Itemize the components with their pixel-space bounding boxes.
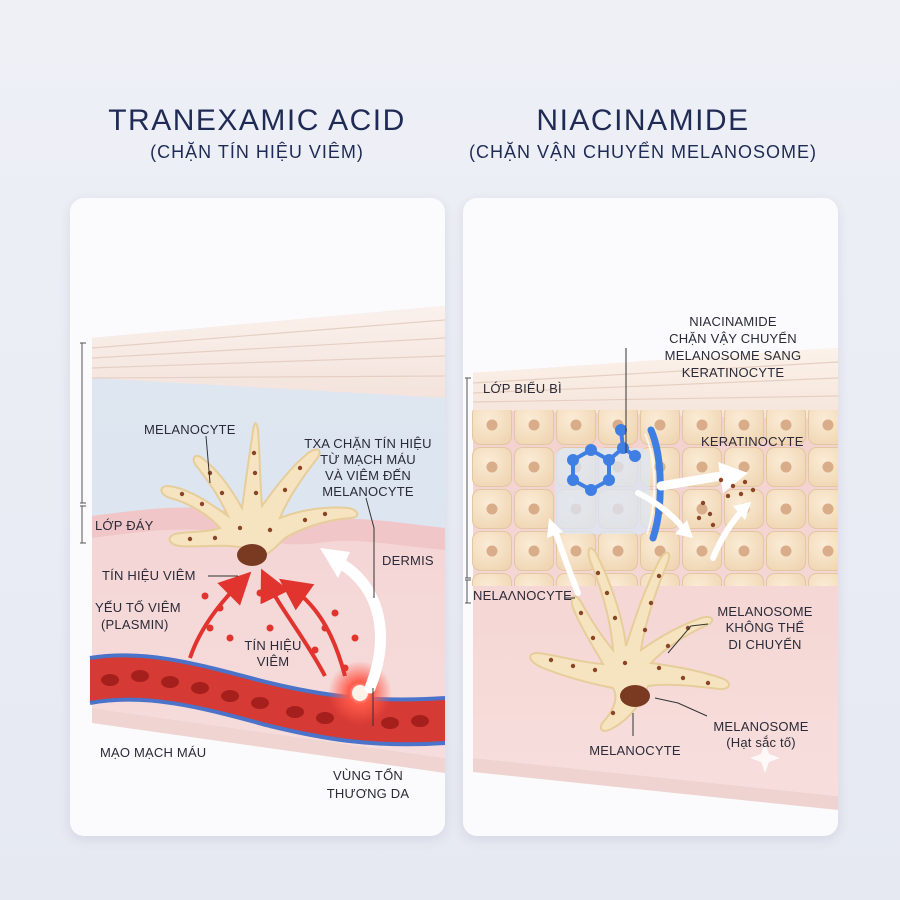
red-blood-cells — [101, 670, 429, 729]
melanocyte-nucleus — [620, 685, 650, 707]
label-nia-4: KERATINOCYTE — [682, 365, 785, 380]
label-txa-4: MELANOCYTE — [322, 484, 414, 499]
label-tin-hieu-2: VIÊM — [257, 654, 290, 669]
melanocyte-nucleus — [237, 544, 267, 566]
melanosomes — [696, 477, 756, 528]
label-tin-hieu-1: TÍN HIỆU — [244, 638, 301, 653]
label-dermis: DERMIS — [382, 553, 434, 568]
right-subtitle: (CHẶN VẬN CHUYỂN MELANOSOME) — [468, 142, 818, 162]
label-txa-2: TỪ MẠCH MÁU — [320, 452, 416, 467]
label-vung-1: VÙNG TỔN — [333, 768, 403, 783]
label-lop-bieu-bi: LỚP BIỂU BÌ — [483, 381, 562, 396]
leader-melanocyte — [205, 435, 211, 484]
label-lop-day: LỚP ĐÁY — [95, 518, 154, 533]
niacinamide-panel: NIACINAMIDE CHẶN VẬY CHUYỂN MELANOSOME S… — [463, 198, 838, 836]
label-yeu-to-1: YẾU TỐ VIÊM — [95, 600, 181, 615]
label-melanocyte: MELANOCYTE — [589, 743, 681, 758]
label-tin-hieu-viem: TÍN HIỆU VIÊM — [102, 568, 196, 583]
right-title: NIACINAMIDE — [536, 104, 750, 137]
sparkle-icon — [750, 743, 780, 773]
left-title: TRANEXAMIC ACID — [108, 104, 406, 137]
label-melanocyte: MELANOCYTE — [144, 422, 236, 437]
label-keratinocyte: KERATINOCYTE — [701, 434, 804, 449]
label-melanosome-2: KHÔNG THỂ — [726, 620, 805, 635]
label-melanosome-pigment-2: (Hạt sắc tố) — [726, 735, 796, 750]
label-txa-1: TXA CHẶN TÍN HIỆU — [304, 436, 431, 451]
melanocyte-cell — [529, 547, 730, 732]
tranexamic-acid-diagram: MELANOCYTE TXA CHẶN TÍN HIỆU TỪ MẠCH MÁU… — [80, 306, 445, 801]
stratum-corneum — [92, 306, 445, 398]
label-nelanocyte: NELAΛNOCYTE — [473, 588, 572, 603]
label-melanosome-pigment-1: MELANOSOME — [713, 719, 808, 734]
label-nia-1: NIACINAMIDE — [689, 314, 777, 329]
niacinamide-diagram: NIACINAMIDE CHẶN VẬY CHUYỂN MELANOSOME S… — [465, 314, 838, 810]
label-txa-3: VÀ VIÊM ĐẾN — [325, 468, 411, 483]
melanocyte-cell — [160, 422, 359, 560]
tranexamic-acid-panel: MELANOCYTE TXA CHẶN TÍN HIỆU TỪ MẠCH MÁU… — [70, 198, 445, 836]
label-mao-mach: MẠO MẠCH MÁU — [100, 745, 206, 760]
stratum-corneum — [473, 348, 838, 420]
label-nia-2: CHẶN VẬY CHUYỂN — [669, 331, 797, 346]
label-vung-2: THƯƠNG DA — [327, 786, 410, 801]
label-yeu-to-2: (PLASMIN) — [101, 617, 169, 632]
label-melanosome-1: MELANOSOME — [717, 604, 812, 619]
label-nia-3: MELANOSOME SANG — [665, 348, 802, 363]
left-subtitle: (CHẶN TÍN HIỆU VIÊM) — [150, 142, 364, 162]
label-melanosome-3: DI CHUYỂN — [728, 637, 801, 652]
